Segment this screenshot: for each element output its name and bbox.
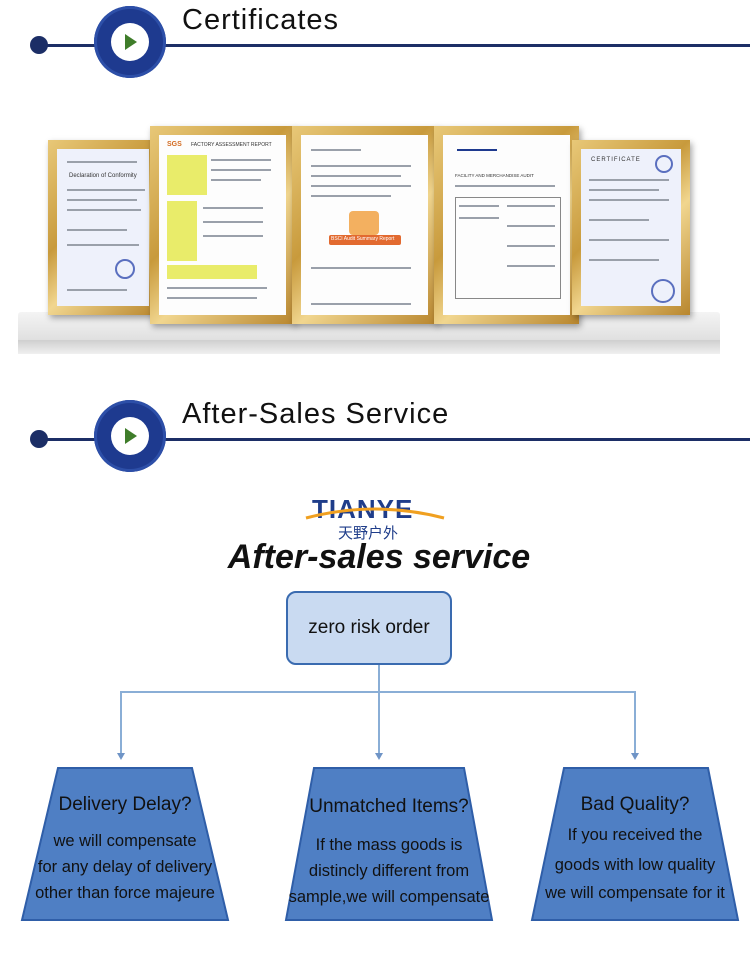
certificate-title: FACTORY ASSESSMENT REPORT — [191, 142, 272, 148]
header-dot — [30, 36, 48, 54]
play-triangle-icon — [125, 34, 137, 50]
play-triangle-icon — [125, 428, 137, 444]
arrow-down-icon — [375, 753, 383, 760]
zero-risk-order-box: zero risk order — [286, 591, 452, 665]
shelf-edge — [18, 340, 720, 354]
service-card-line: If you received the — [567, 826, 703, 844]
service-card-line: we will compensate — [53, 832, 197, 850]
service-card-bad-quality: Bad Quality? If you received the goods w… — [530, 766, 740, 926]
service-heading: After-sales service — [227, 538, 531, 576]
tianye-logo: TIANYE 天野户外 — [300, 494, 450, 542]
certificate-frame: CERTIFICATE — [572, 140, 690, 315]
certificate-title: BSCI Audit Summary Report — [331, 236, 395, 242]
certificate-brand: SGS — [167, 141, 182, 148]
arrow-down-icon — [117, 753, 125, 760]
header-circle — [94, 6, 166, 78]
service-card-title: Unmatched Items? — [309, 796, 469, 817]
after-sales-header: After-Sales Service — [0, 398, 750, 478]
service-card-line: we will compensate for it — [545, 884, 725, 902]
header-line — [40, 438, 750, 441]
service-card-line: distincly different from — [308, 862, 470, 880]
service-card-unmatched-items: Unmatched Items? If the mass goods is di… — [284, 766, 494, 926]
certificate-title: FACILITY AND MERCHANDISE AUDIT — [455, 173, 534, 178]
certificates-header: Certificates — [0, 4, 750, 84]
certificate-frame: Declaration of Conformity — [48, 140, 158, 315]
service-card-title: Bad Quality? — [580, 794, 690, 815]
certificate-frame: SGS FACTORY ASSESSMENT REPORT — [150, 126, 295, 324]
service-card-line: goods with low quality — [554, 856, 716, 874]
service-card-line: for any delay of delivery — [37, 858, 213, 876]
section-title: Certificates — [182, 4, 340, 36]
arrow-down-icon — [631, 753, 639, 760]
header-circle — [94, 400, 166, 472]
header-dot — [30, 430, 48, 448]
certificate-frame: BSCI Audit Summary Report — [292, 126, 437, 324]
certificate-title: Declaration of Conformity — [69, 173, 137, 179]
certificate-frame: FACILITY AND MERCHANDISE AUDIT — [434, 126, 579, 324]
certificate-title: CERTIFICATE — [591, 157, 641, 163]
logo-swoosh — [305, 507, 445, 520]
service-card-line: If the mass goods is — [315, 836, 463, 854]
logo-subtitle: 天野户外 — [338, 524, 399, 542]
service-card-delivery-delay: Delivery Delay? we will compensate for a… — [20, 766, 230, 926]
service-card-line: other than force majeure — [35, 884, 215, 902]
service-card-title: Delivery Delay? — [58, 794, 192, 815]
header-line — [40, 44, 750, 47]
service-card-line: sample,we will compensate — [288, 888, 490, 906]
section-title: After-Sales Service — [182, 398, 450, 430]
